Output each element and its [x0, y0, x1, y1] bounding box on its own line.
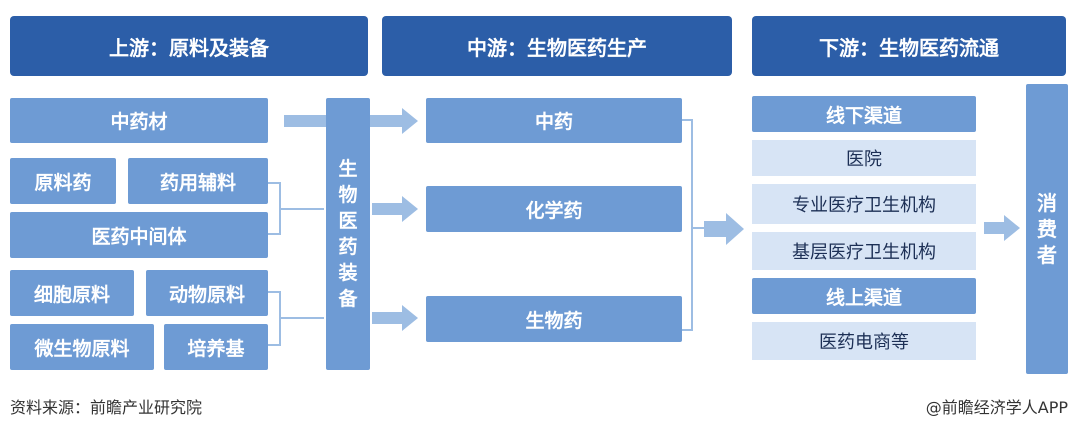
downstream-online-channel: 线上渠道 [752, 278, 976, 314]
header-upstream: 上游：原料及装备 [10, 16, 368, 76]
arrow-equipment-to-biological [372, 305, 418, 331]
downstream-specialized-institutions: 专业医疗卫生机构 [752, 184, 976, 224]
midstream-biological: 生物药 [426, 296, 682, 342]
vertical-char: 者 [1037, 243, 1057, 267]
arrow-midstream-to-downstream [704, 213, 744, 245]
bracket-midstream-products [682, 119, 704, 331]
credit-note: @前瞻经济学人APP [925, 398, 1068, 417]
upstream-microbial-materials: 微生物原料 [10, 324, 154, 370]
downstream-hospital: 医院 [752, 140, 976, 176]
header-downstream: 下游：生物医药流通 [752, 16, 1066, 76]
vertical-char: 物 [338, 184, 358, 206]
arrow-channels-to-consumer [984, 215, 1020, 241]
vertical-char: 消 [1037, 191, 1057, 215]
upstream-api: 原料药 [10, 158, 116, 204]
downstream-primary-institutions: 基层医疗卫生机构 [752, 232, 976, 270]
downstream-ecommerce: 医药电商等 [752, 322, 976, 360]
upstream-equipment: 生物医药装备 [326, 98, 370, 370]
bracket-biomaterials [268, 291, 324, 346]
source-note: 资料来源：前瞻产业研究院 [10, 398, 203, 417]
downstream-offline-channel: 线下渠道 [752, 96, 976, 132]
arrow-equipment-to-chemical [372, 196, 418, 222]
midstream-chemical: 化学药 [426, 186, 682, 232]
vertical-char: 备 [338, 288, 358, 310]
bracket-api-excipients-intermediates [268, 182, 324, 235]
midstream-tcm: 中药 [426, 98, 682, 143]
vertical-char: 费 [1037, 217, 1057, 241]
upstream-culture-medium: 培养基 [164, 324, 268, 370]
vertical-char: 装 [338, 262, 358, 284]
header-midstream: 中游：生物医药生产 [382, 16, 732, 76]
upstream-animal-materials: 动物原料 [146, 270, 268, 316]
upstream-excipients: 药用辅料 [128, 158, 268, 204]
downstream-consumer: 消费者 [1026, 84, 1068, 374]
upstream-cell-materials: 细胞原料 [10, 270, 134, 316]
upstream-herbs: 中药材 [10, 98, 268, 143]
vertical-char: 生 [338, 158, 358, 180]
vertical-char: 药 [338, 236, 358, 258]
vertical-char: 医 [338, 210, 358, 232]
upstream-intermediates: 医药中间体 [10, 212, 268, 258]
